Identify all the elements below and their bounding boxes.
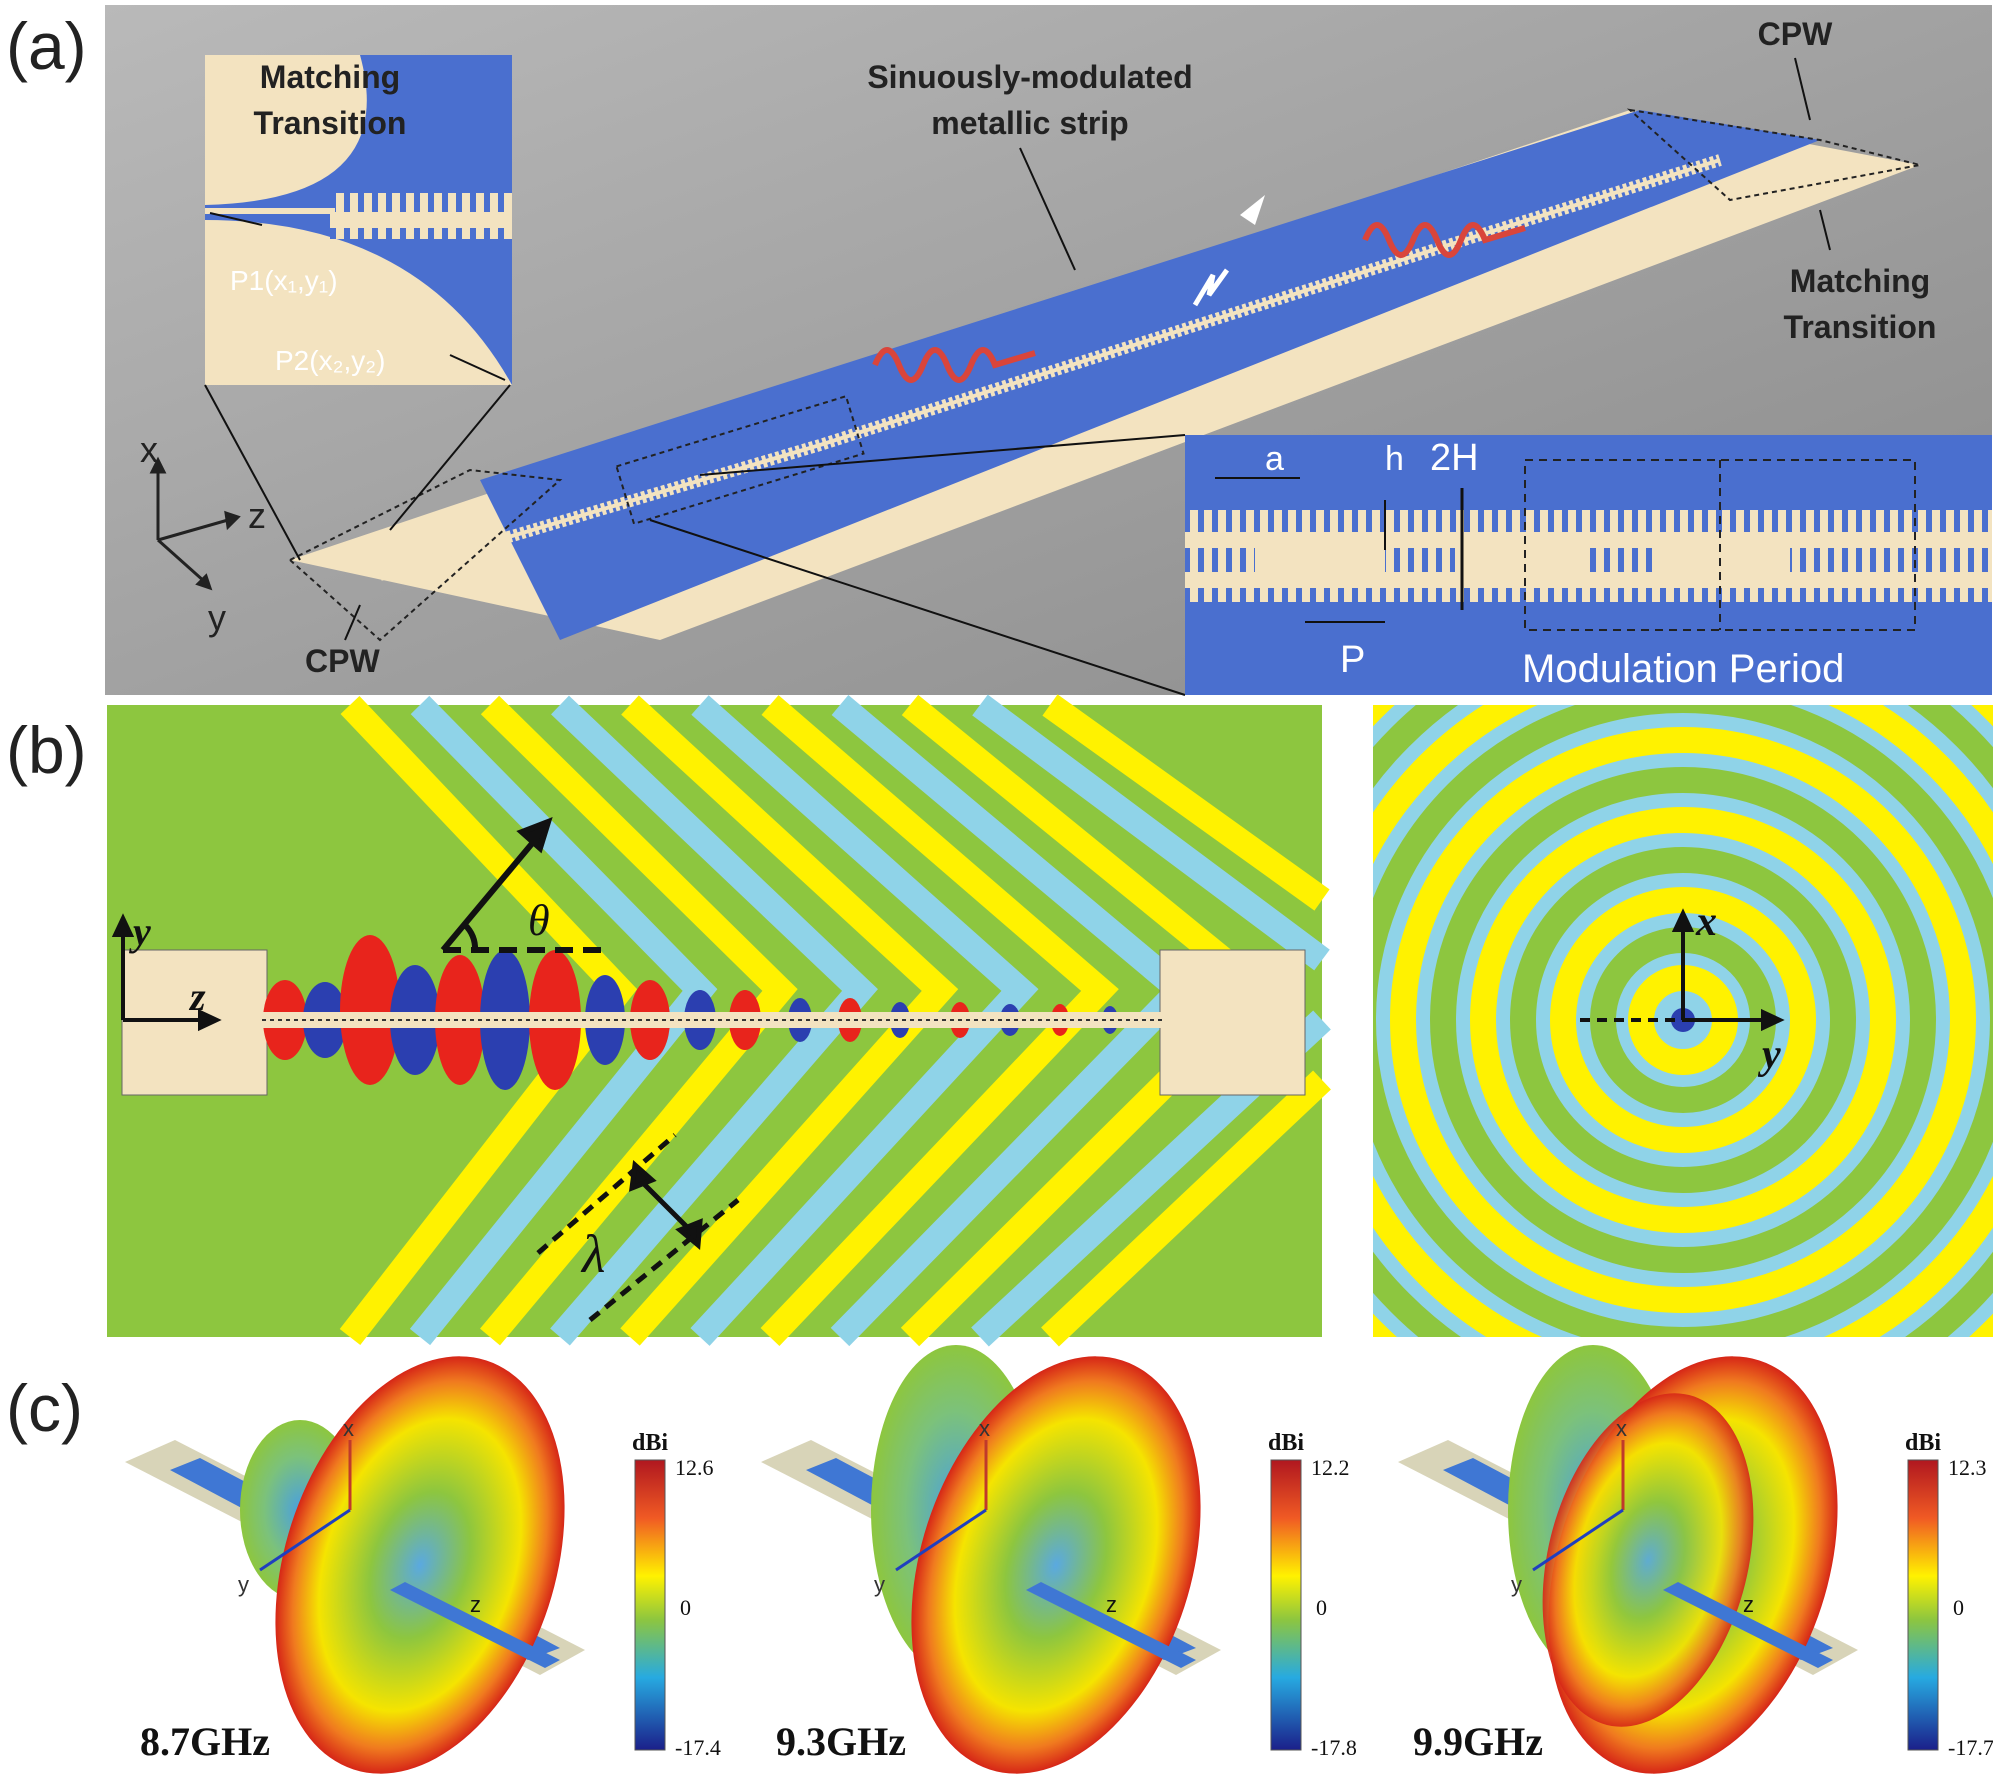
frequency-label: 9.3GHz	[776, 1719, 906, 1764]
c-axis-z-label: z	[1106, 1592, 1117, 1617]
frequency-label: 8.7GHz	[140, 1719, 270, 1764]
theta-label: θ	[528, 896, 550, 945]
detail-marker-box	[615, 394, 865, 526]
c-axis-y-label: y	[874, 1572, 885, 1597]
radiation-plot-3: x y z dBi 12.3 0 -17.7 9.9GHz	[1398, 1345, 1993, 1774]
radiation-arrowhead	[1240, 195, 1265, 225]
left-cpw-box	[288, 468, 563, 642]
wave-arrow-right	[1362, 222, 1526, 258]
main-lobe	[911, 1356, 1201, 1774]
axes-yz-left	[111, 913, 222, 1032]
c-axis-x-label: x	[1616, 1416, 1627, 1441]
panel-label-c: (c)	[6, 1371, 83, 1445]
colorbar	[1907, 1459, 1939, 1751]
colorbar-unit: dBi	[632, 1430, 668, 1456]
strip-field-lobes	[262, 935, 1162, 1090]
colorbar-min: -17.4	[675, 1735, 721, 1760]
colorbar	[1270, 1459, 1302, 1751]
panel-c: x y z dBi 12.6 0 -17.4 8.7GHz x y z dBi 12.2 0 -17.8 9.…	[125, 1345, 1993, 1774]
detail-h-label: h	[1385, 440, 1404, 478]
axes-xy-right	[1580, 908, 1785, 1032]
inset-title-line2: Transition	[254, 105, 407, 141]
cpw-right-label: CPW	[1758, 16, 1833, 52]
y-axis-line	[895, 1508, 987, 1572]
strip-front	[1663, 1582, 1833, 1668]
colorbar-max: 12.2	[1311, 1455, 1350, 1480]
c-axis-z-label: z	[1743, 1592, 1754, 1617]
radiation-plot-2: x y z dBi 12.2 0 -17.8 9.3GHz	[761, 1345, 1357, 1774]
b-axis-x-right-label: x	[1695, 899, 1717, 945]
detail-period-label: Modulation Period	[1522, 647, 1844, 691]
lambda-label: λ	[580, 1224, 605, 1284]
colorbar-max: 12.3	[1948, 1455, 1987, 1480]
p2-label: P2(x₂,y₂)	[275, 345, 385, 376]
c-axis-z-label: z	[470, 1592, 481, 1617]
strip-label-line2: metallic strip	[931, 105, 1128, 141]
field-map-right: x y	[1373, 705, 1993, 1337]
panel-b: y z θ λ	[107, 694, 1993, 1347]
c-axis-y-label: y	[1511, 1572, 1522, 1597]
y-axis-line	[1532, 1508, 1624, 1572]
panel-label-a: (a)	[6, 9, 87, 83]
c-axis-x-label: x	[343, 1416, 354, 1441]
radiation-plot-1: x y z dBi 12.6 0 -17.4 8.7GHz	[125, 1356, 721, 1774]
colorbar-unit: dBi	[1905, 1430, 1941, 1456]
strip-label-leader	[1019, 147, 1076, 271]
cpw-left-label: CPW	[305, 643, 380, 679]
right-transition-line2: Transition	[1784, 309, 1937, 345]
radiation-zigzag	[1192, 268, 1230, 307]
axes-xyz	[149, 456, 241, 591]
colorbar-mid: 0	[680, 1595, 691, 1620]
field-map-left: y z θ λ	[107, 694, 1331, 1347]
colorbar-max: 12.6	[675, 1455, 714, 1480]
colorbar-mid: 0	[1953, 1595, 1964, 1620]
colorbar	[634, 1459, 666, 1751]
lambda-marker	[536, 1133, 740, 1322]
right-cpw-box	[1626, 108, 1921, 202]
axis-x-label: x	[140, 429, 158, 470]
p1-label: P1(x₁,y₁)	[230, 265, 338, 296]
strip-front	[390, 1582, 560, 1668]
colorbar-mid: 0	[1316, 1595, 1327, 1620]
frequency-label: 9.9GHz	[1413, 1719, 1543, 1764]
strip-label-line1: Sinuously-modulated	[867, 59, 1192, 95]
right-transition-line1: Matching	[1790, 263, 1930, 299]
c-axis-x-label: x	[979, 1416, 990, 1441]
axis-z-label: z	[248, 495, 266, 536]
panel-a: Matching Transition P1(x₁,y₁) P2(x₂,y₂) …	[105, 5, 1992, 696]
detail-P-label: P	[1340, 639, 1365, 681]
main-lobe	[275, 1356, 565, 1774]
strip-front	[1026, 1582, 1196, 1668]
inset-title-line1: Matching	[260, 59, 400, 95]
inset-matching-transition: Matching Transition P1(x₁,y₁) P2(x₂,y₂)	[204, 55, 512, 561]
c-axis-y-label: y	[238, 1572, 249, 1597]
theta-arrow	[440, 816, 608, 953]
inset-modulation-detail: a h 2H P Modulation Period	[649, 434, 1992, 696]
axis-y-label: y	[208, 597, 226, 638]
inner-lobe	[1542, 1393, 1754, 1727]
panel-label-b: (b)	[6, 713, 87, 787]
colorbar-unit: dBi	[1268, 1430, 1304, 1456]
detail-a-label: a	[1265, 440, 1284, 478]
colorbar-min: -17.8	[1311, 1735, 1357, 1760]
colorbar-min: -17.7	[1948, 1735, 1993, 1760]
b-axis-y-label: y	[129, 909, 151, 954]
b-axis-z-label: z	[188, 974, 206, 1019]
y-axis-line	[259, 1508, 351, 1572]
detail-2H-label: 2H	[1430, 437, 1479, 479]
wave-arrow-left	[872, 347, 1036, 383]
